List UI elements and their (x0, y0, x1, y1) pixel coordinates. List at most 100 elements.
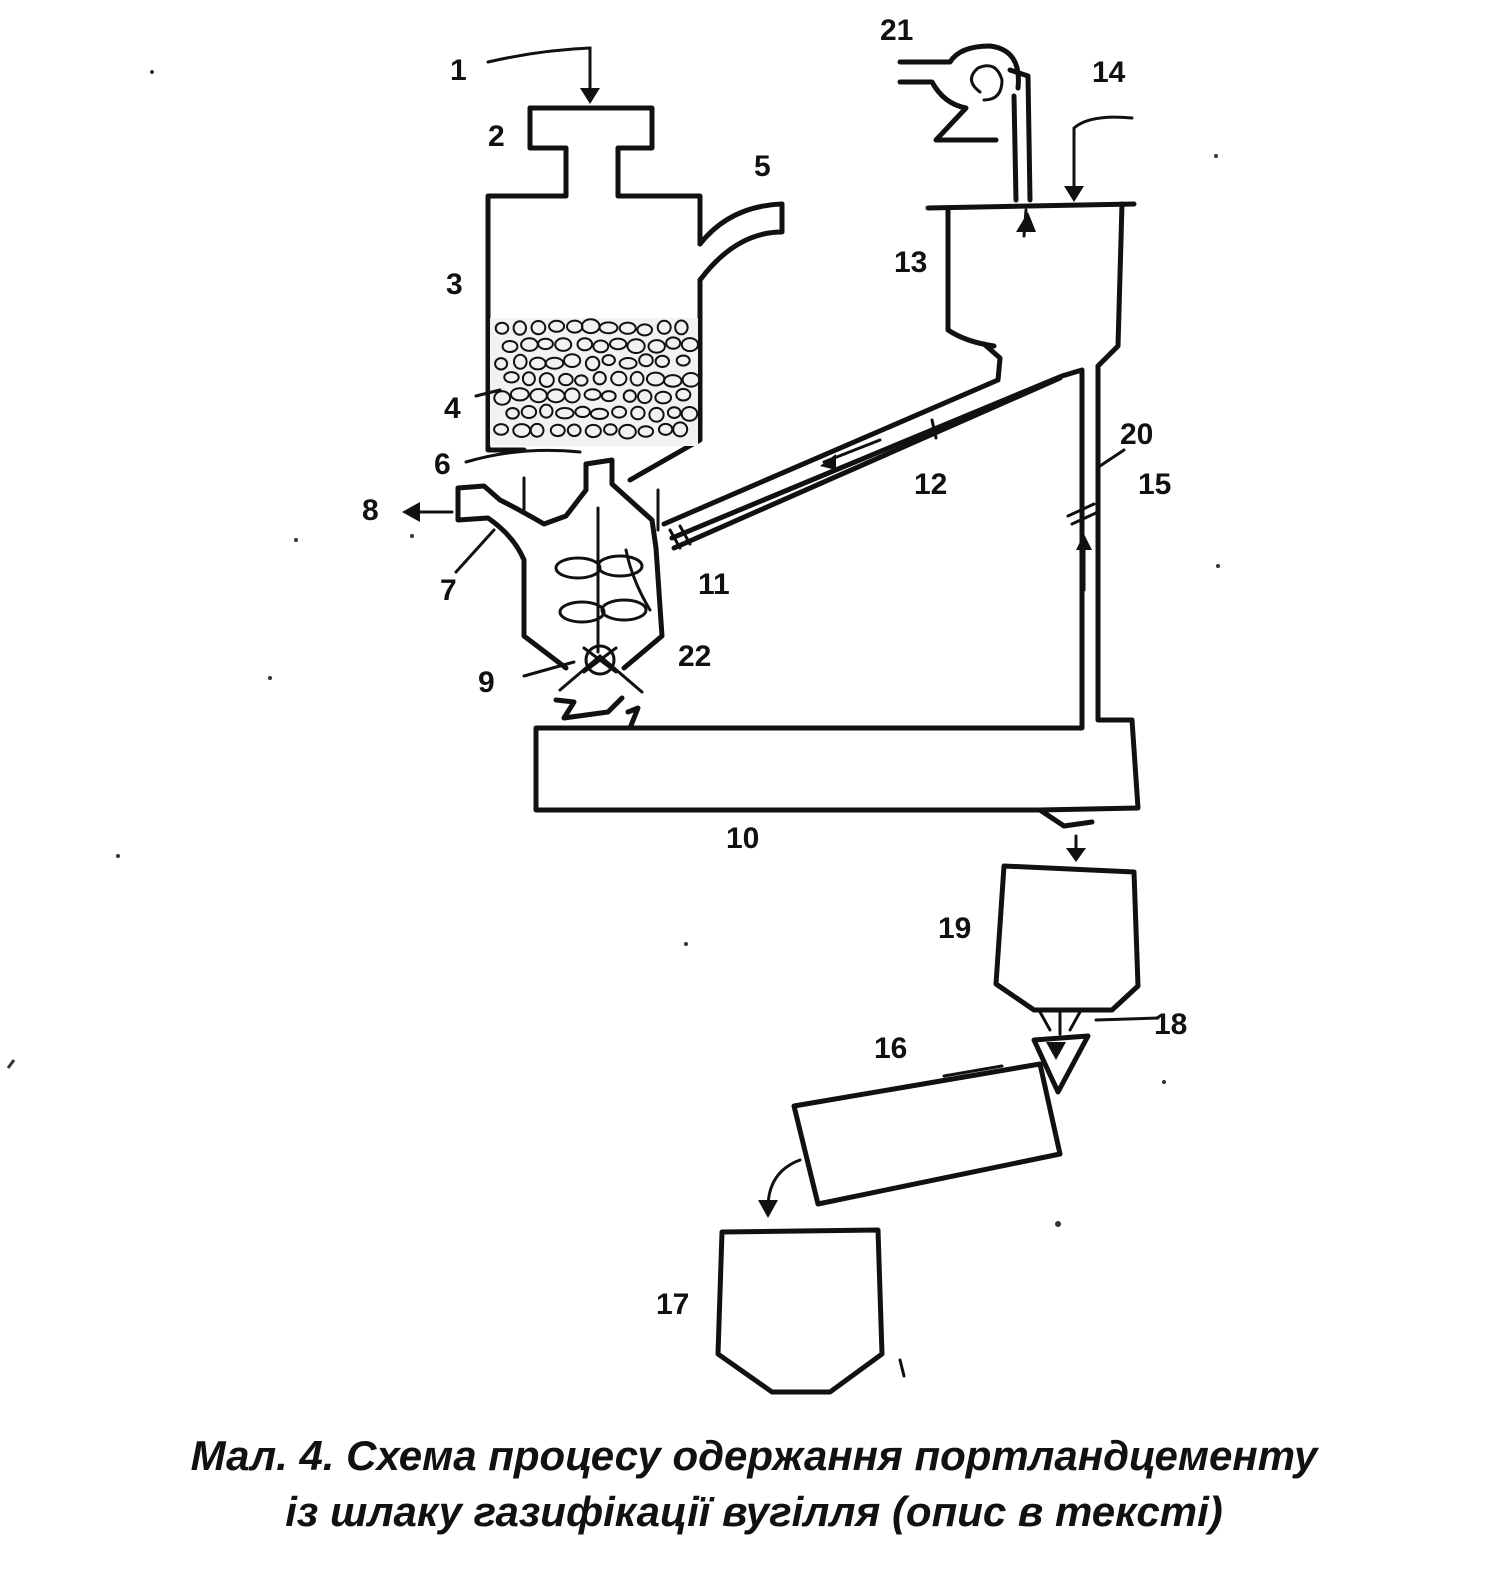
pebble (630, 405, 646, 421)
pebble (626, 338, 646, 355)
label-21: 21 (880, 14, 913, 47)
pebble (648, 406, 665, 423)
pebble (675, 354, 691, 367)
label-12: 12 (914, 468, 947, 501)
pebble (563, 387, 581, 404)
pebble (584, 423, 602, 439)
label-8: 8 (362, 494, 379, 527)
conveyor-dryer-10 (533, 363, 1141, 829)
pebble (600, 390, 617, 403)
pebble (654, 354, 670, 368)
pebble (622, 389, 637, 403)
pebble (574, 374, 589, 387)
pebble (647, 339, 666, 354)
pebble (603, 423, 618, 436)
pebble (675, 387, 692, 402)
pebble (656, 319, 672, 335)
label-18: 18 (1154, 1008, 1187, 1041)
feeder-18 (1031, 1010, 1160, 1095)
pebble (537, 337, 554, 351)
part-labels: 1 2 3 4 5 6 7 8 9 10 11 12 13 14 15 16 1… (362, 14, 1187, 1321)
pebble (513, 353, 528, 370)
label-14: 14 (1092, 56, 1126, 89)
label-20: 20 (1120, 418, 1153, 451)
pebble (629, 370, 645, 387)
pebble (592, 339, 610, 354)
pebble (539, 403, 554, 419)
pebble (584, 355, 601, 372)
pebble (610, 370, 628, 387)
process-diagram: 1 2 3 4 5 6 7 8 9 10 11 12 13 14 15 16 1… (6, 14, 1220, 1395)
riser-flow-15 (1066, 502, 1100, 592)
pebble (538, 372, 555, 388)
pebble (618, 321, 637, 335)
slag-bed-4 (490, 318, 701, 446)
leader-lines (454, 388, 1126, 678)
pebble (558, 372, 574, 387)
pebble (505, 407, 520, 420)
discharge-arrow (1066, 834, 1086, 862)
pebble (493, 423, 510, 436)
slag-out-arrow-8 (402, 502, 454, 522)
pebble (601, 354, 616, 367)
pebble (521, 371, 536, 387)
fan-21 (897, 43, 1036, 238)
pebble (574, 405, 591, 418)
label-16: 16 (874, 1032, 907, 1065)
label-6: 6 (434, 448, 451, 481)
label-19: 19 (938, 912, 971, 945)
label-13: 13 (894, 246, 927, 279)
pebble (680, 406, 699, 422)
label-5: 5 (754, 150, 771, 183)
pebble (618, 357, 638, 370)
label-17: 17 (656, 1288, 689, 1321)
label-4: 4 (444, 392, 461, 425)
cement-silo-17 (715, 1227, 906, 1395)
pebble (665, 336, 682, 350)
gasifier-vessel-3 (485, 105, 785, 483)
scan-specks (6, 70, 1220, 1227)
pebble (530, 320, 547, 336)
pebble (680, 337, 700, 353)
pebble (554, 337, 573, 352)
feed-line-1 (486, 46, 600, 104)
pebble (583, 388, 602, 401)
pebble (566, 423, 582, 438)
pebble (494, 357, 509, 371)
pebble (493, 390, 512, 406)
pebble (592, 371, 607, 386)
feed-line-14 (1064, 115, 1134, 202)
pebble (674, 319, 689, 336)
label-7: 7 (440, 574, 457, 607)
pebble (549, 423, 566, 438)
pebble (663, 374, 683, 388)
label-10: 10 (726, 822, 759, 855)
pebble (638, 353, 654, 368)
pebble (529, 422, 545, 438)
pebble (618, 423, 637, 440)
label-2: 2 (488, 120, 505, 153)
slag-mixer-22 (455, 457, 665, 694)
pebble (520, 405, 538, 419)
label-22: 22 (678, 640, 711, 673)
pebble (563, 353, 582, 369)
pebble (589, 407, 610, 420)
label-9: 9 (478, 666, 495, 699)
pebble (598, 321, 619, 335)
pebble (637, 389, 653, 405)
label-11: 11 (698, 568, 730, 601)
pebble (512, 320, 527, 336)
pebble (654, 390, 673, 405)
pebble (576, 337, 594, 352)
ball-mill-16 (791, 1061, 1063, 1207)
pebble (494, 321, 510, 335)
pebble (611, 405, 628, 419)
label-15: 15 (1138, 468, 1171, 501)
pebble (666, 406, 682, 420)
heat-exchanger-13 (925, 201, 1137, 369)
caption-line-1: Мал. 4. Схема процесу одержання портланд… (190, 1432, 1318, 1479)
figure-caption: Мал. 4. Схема процесу одержання портланд… (0, 1428, 1508, 1540)
pebble (548, 319, 566, 333)
pebble (501, 340, 519, 353)
gas-duct-12 (661, 341, 1063, 551)
